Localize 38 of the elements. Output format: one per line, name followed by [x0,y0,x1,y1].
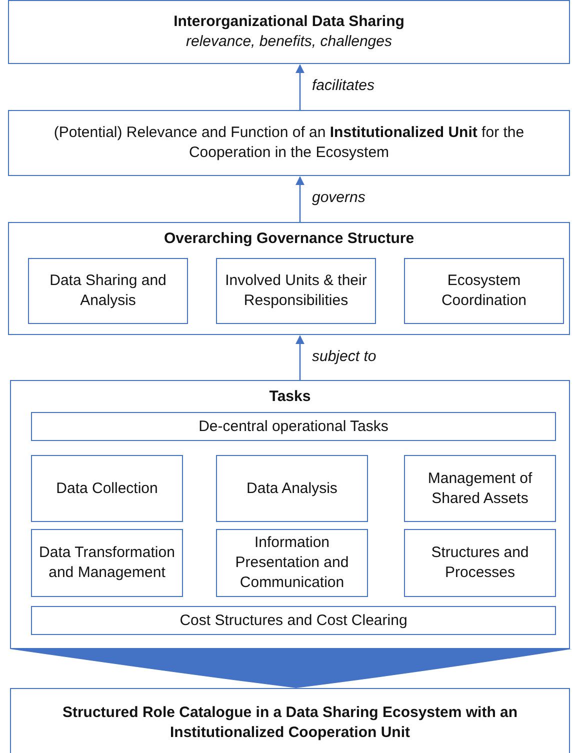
box-text: Cost Structures and Cost Clearing [178,610,408,630]
box-heading: Tasks [268,387,312,407]
container-box [10,380,570,649]
box-heading: Overarching Governance Structure [162,229,416,249]
task-box [31,455,183,522]
chevron-arrow [10,649,572,688]
task-box [404,258,564,324]
box-text: Data Collection [55,478,159,498]
box-text: Structured Role Catalogue in a Data Sharing Ecosystem with an Institutionalized Cooperation Unit [61,703,519,743]
box-text: Structures and Processes [430,543,530,583]
box-heading: Interorganizational Data Sharing [172,12,406,32]
container-box [8,222,570,335]
arrow [295,64,305,110]
arrow [295,176,305,222]
task-box [28,258,188,324]
box-text: Involved Units & their Responsibilities [224,271,368,311]
task-box [31,412,556,441]
box-text: Data Transformation and Management [38,543,176,583]
box-text: (Potential) Relevance and Function of an Institutionalized Unit for the Cooperation in the Ecosystem [52,123,526,163]
box-text: Data Sharing and Analysis [48,271,168,311]
process-box [8,0,570,64]
box-text: Information Presentation and Communication [234,533,350,593]
task-box [216,455,368,522]
edge-label: subject to [310,348,378,364]
task-box [404,455,556,522]
process-box [8,110,570,176]
box-text: Management of Shared Assets [426,468,534,508]
box-text: De-central operational Tasks [198,416,390,436]
box-text: Data Analysis [246,478,338,498]
task-box [216,529,368,597]
task-box [31,606,556,635]
task-box [216,258,376,324]
task-box [31,529,183,597]
arrow [295,335,305,380]
box-text: Ecosystem Coordination [440,271,528,311]
task-box [404,529,556,597]
box-subtitle: relevance, benefits, challenges [185,32,393,52]
process-box [10,688,570,753]
